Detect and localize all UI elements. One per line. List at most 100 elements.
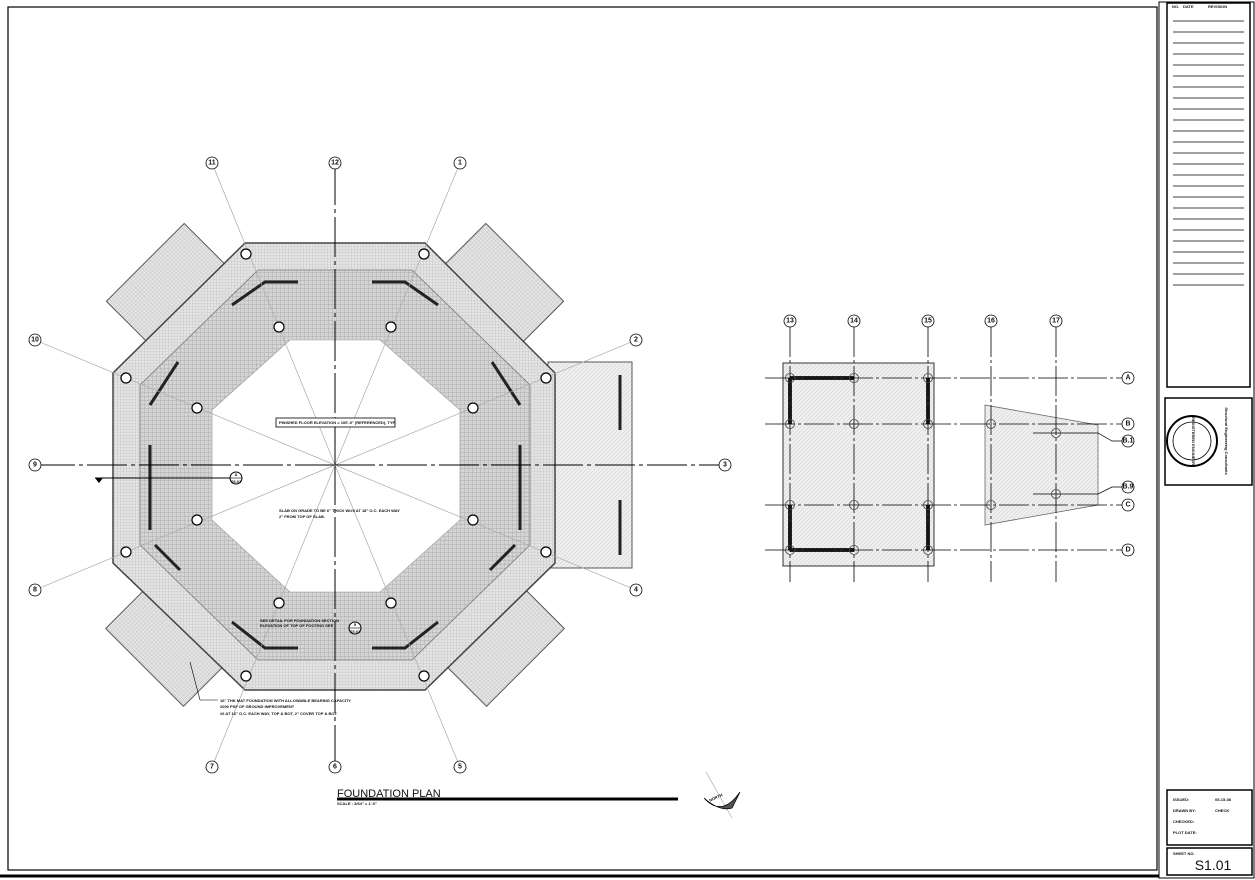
svg-text:NO.: NO. bbox=[1172, 4, 1179, 9]
footing-note-1: 16" THK MAT FOUNDATION WITH ALLOWABLE BE… bbox=[220, 698, 351, 703]
svg-text:NORTH: NORTH bbox=[708, 792, 723, 803]
svg-text:PLOT DATE:: PLOT DATE: bbox=[1173, 830, 1197, 835]
svg-text:7: 7 bbox=[210, 764, 214, 771]
column-pier bbox=[385, 597, 397, 609]
svg-text:A: A bbox=[1125, 375, 1130, 382]
slab-note-2: 2" FROM TOP OF SLAB. bbox=[279, 514, 325, 519]
column-pier bbox=[418, 248, 430, 260]
svg-text:5: 5 bbox=[458, 764, 462, 771]
title-block-frame bbox=[1158, 1, 1255, 879]
grid-bubble-3: 3 bbox=[718, 458, 732, 472]
column-pier bbox=[273, 321, 285, 333]
svg-text:5: 5 bbox=[354, 622, 357, 627]
grid-bubble-5: 5 bbox=[453, 760, 467, 774]
svg-text:12: 12 bbox=[331, 160, 339, 167]
svg-text:B: B bbox=[1125, 421, 1130, 428]
svg-text:C: C bbox=[1125, 502, 1130, 509]
project-info-block: ISSUED: 05-15-08 DRAWN BY: CHECK CHECKED… bbox=[1166, 789, 1253, 846]
section-note-1: SEE DETAIL FOR FOUNDATION SECTION bbox=[260, 618, 339, 623]
grid-line-7 bbox=[213, 464, 336, 762]
footing-note-2: 2000 PSF OF GROUND IMPROVEMENT bbox=[220, 704, 295, 709]
column-pier bbox=[849, 373, 859, 383]
revision-block: NO. DATE REVISION bbox=[1166, 2, 1251, 388]
grid-bubble-4: 4 bbox=[629, 583, 643, 597]
grid-line-5 bbox=[334, 464, 459, 762]
walls bbox=[148, 280, 522, 650]
svg-text:6: 6 bbox=[333, 764, 337, 771]
grid-bubble-D: D bbox=[1121, 543, 1135, 557]
grid-bubble-10: 10 bbox=[28, 333, 42, 347]
north-arrow-icon: NORTH bbox=[703, 771, 741, 819]
svg-text:S5.01: S5.01 bbox=[231, 479, 242, 484]
column-pier bbox=[986, 500, 996, 510]
grid-line-B.9 bbox=[1033, 486, 1122, 495]
svg-text:CHECK: CHECK bbox=[1215, 808, 1229, 813]
svg-text:13: 13 bbox=[786, 318, 794, 325]
grid-bubble-14: 14 bbox=[847, 314, 861, 328]
column-pier bbox=[923, 500, 933, 510]
grid-bubble-15: 15 bbox=[921, 314, 935, 328]
svg-text:DRAWN BY:: DRAWN BY: bbox=[1173, 808, 1196, 813]
floor-elevation-box bbox=[275, 417, 396, 428]
radial-grid-lines bbox=[40, 168, 719, 762]
canopy-slab bbox=[984, 404, 1099, 526]
svg-text:9: 9 bbox=[33, 462, 37, 469]
svg-text:17: 17 bbox=[1052, 318, 1060, 325]
column-pier bbox=[120, 546, 132, 558]
columns bbox=[120, 248, 552, 682]
svg-text:B.9: B.9 bbox=[1123, 484, 1134, 491]
svg-text:DATE: DATE bbox=[1183, 4, 1194, 9]
svg-text:REVISION: REVISION bbox=[1208, 4, 1227, 9]
column-pier bbox=[1051, 489, 1061, 499]
column-pier bbox=[785, 373, 795, 383]
column-pier bbox=[849, 419, 859, 429]
grid-line-2 bbox=[334, 341, 631, 466]
svg-text:D: D bbox=[1125, 547, 1130, 554]
grid-bubble-11: 11 bbox=[205, 156, 219, 170]
grid-line-4 bbox=[334, 464, 631, 589]
column-pier bbox=[540, 546, 552, 558]
column-pier bbox=[540, 372, 552, 384]
grid-bubble-13: 13 bbox=[783, 314, 797, 328]
grid-bubble-B: B bbox=[1121, 417, 1135, 431]
svg-text:B.1: B.1 bbox=[1123, 438, 1134, 445]
column-pier bbox=[785, 500, 795, 510]
svg-text:1: 1 bbox=[458, 160, 462, 167]
interior-slab bbox=[211, 339, 461, 593]
footing-note-3: #6 AT 16" O.C. EACH WAY, TOP & BOT, 2" C… bbox=[220, 711, 338, 716]
svg-text:10: 10 bbox=[31, 337, 39, 344]
drawing-border bbox=[7, 6, 1158, 871]
column-pier bbox=[418, 670, 430, 682]
column-pier bbox=[240, 670, 252, 682]
svg-text:11: 11 bbox=[208, 160, 216, 167]
grid-bubble-9: 9 bbox=[28, 458, 42, 472]
column-pier bbox=[849, 545, 859, 555]
drawing-scale: SCALE : 3/64" = 1'-0" bbox=[337, 801, 377, 806]
floor-elevation-note: FINISHED FLOOR ELEVATION = 100'-0" (REFE… bbox=[279, 420, 396, 425]
svg-text:3: 3 bbox=[723, 462, 727, 469]
svg-text:15: 15 bbox=[924, 318, 932, 325]
svg-text:A: A bbox=[235, 472, 238, 477]
grid-bubble-B.9: B.9 bbox=[1121, 480, 1135, 494]
column-pier bbox=[785, 545, 795, 555]
grid-bubble-7: 7 bbox=[205, 760, 219, 774]
svg-text:05-15-08: 05-15-08 bbox=[1215, 797, 1232, 802]
column-pier bbox=[849, 500, 859, 510]
column-pier bbox=[385, 321, 397, 333]
svg-text:2: 2 bbox=[634, 337, 638, 344]
grid-bubble-A: A bbox=[1121, 371, 1135, 385]
column-pier bbox=[273, 597, 285, 609]
sheet-number-block: SHEET NO. S1.01 bbox=[1166, 847, 1253, 876]
column-pier bbox=[785, 419, 795, 429]
column-pier bbox=[240, 248, 252, 260]
svg-text:Structural Engineering Consult: Structural Engineering Consultants bbox=[1224, 407, 1229, 475]
foundation-plan: FINISHED FLOOR ELEVATION = 100'-0" (REFE… bbox=[28, 156, 732, 774]
column-pier bbox=[1051, 428, 1061, 438]
grid-line-11 bbox=[213, 168, 336, 466]
svg-text:14: 14 bbox=[850, 318, 858, 325]
column-pier bbox=[467, 514, 479, 526]
